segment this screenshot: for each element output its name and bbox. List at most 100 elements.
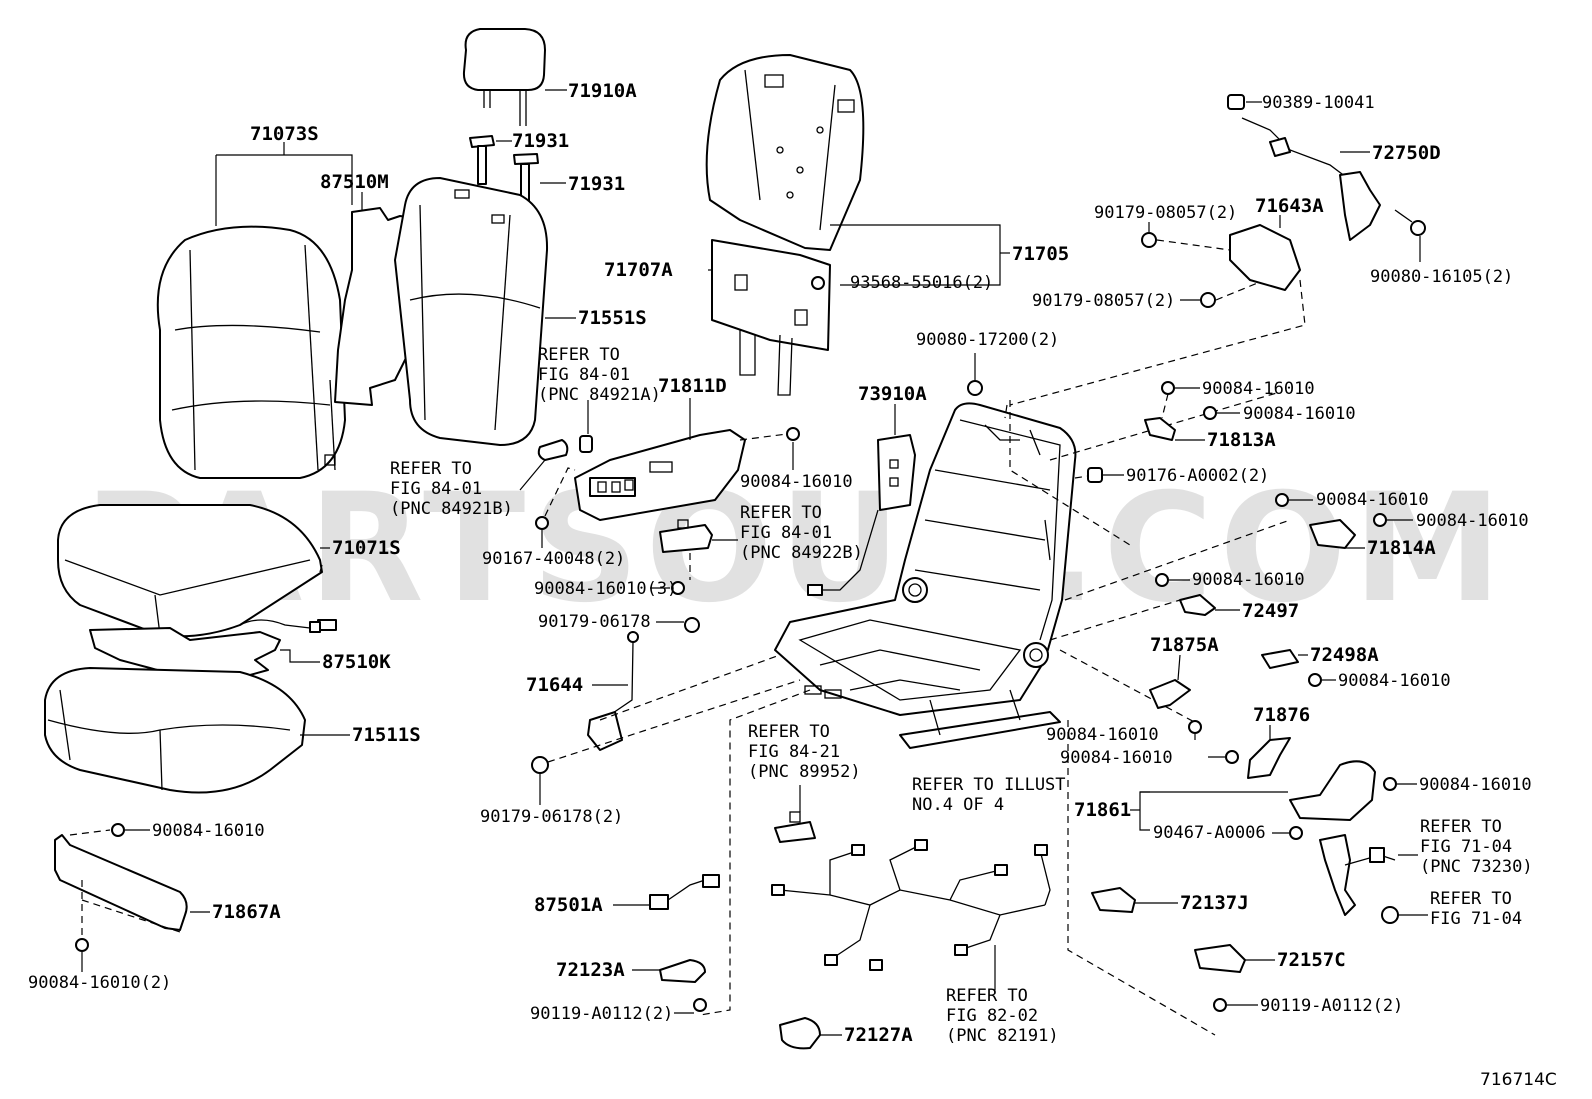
bracket-71813A[interactable] [1144,417,1176,441]
nut-90176-A0002[interactable] [1087,467,1103,483]
screw-90119-A0112-l[interactable] [693,998,707,1012]
label-90176-A0002: 90176-A0002(2) [1126,466,1269,486]
side-airbag-73910A[interactable] [807,434,916,596]
label-72123A: 72123A [556,959,625,981]
cover-72137J[interactable] [1091,887,1136,913]
label-90084-16010-876: 90084-16010 [1060,748,1173,768]
figure-id: 716714C [1480,1070,1557,1090]
note-82191: REFER TO FIG 82-02 (PNC 82191) [946,986,1059,1046]
label-71705: 71705 [1012,243,1069,265]
label-90084-16010-867b: 90084-16010(2) [28,973,171,993]
label-73910A: 73910A [858,383,927,405]
label-71875A: 71875A [1150,634,1219,656]
cover-71876[interactable] [1247,737,1291,779]
screw-90084-16010-814a[interactable] [1275,493,1289,507]
sensor-71644[interactable] [587,631,639,751]
screw-90084-16010-498[interactable] [1308,673,1322,687]
seatback-cover-assy-71073S[interactable] [156,225,346,479]
cap-90389-10041[interactable] [1227,94,1245,110]
switch-84922B[interactable] [659,519,713,553]
screw-90084-16010-867a[interactable] [111,823,125,837]
nut-90179-08057-a[interactable] [1141,232,1157,248]
nut-90179-06178-a[interactable] [684,617,700,633]
nut-90179-06178-b[interactable] [531,756,549,774]
screw-90084-16010-3[interactable] [671,581,685,595]
screw-90084-16010-813a[interactable] [1161,381,1175,395]
bracket-72497[interactable] [1179,594,1216,616]
label-72157C: 72157C [1277,949,1346,971]
seat-cushion-cover-71071S[interactable] [57,504,323,638]
label-71811D: 71811D [658,375,727,397]
label-72137J: 72137J [1180,892,1249,914]
label-90084-16010-498: 90084-16010 [1338,671,1451,691]
bolt-90467-A0006[interactable] [1289,826,1303,840]
label-72497: 72497 [1242,600,1299,622]
screw-90084-16010-861[interactable] [1383,777,1397,791]
bracket-71643A[interactable] [1229,224,1301,291]
note-73230: REFER TO FIG 71-04 (PNC 73230) [1420,817,1533,877]
seat-frame-assy [774,402,1077,716]
cushion-wire-harness [239,619,337,633]
nut-71-04[interactable] [1381,906,1399,924]
part-labels: 71910A 71931 71931 71073S 87510M 71551S … [28,80,1532,1046]
seatbelt-buckle-71861[interactable] [1289,760,1376,821]
cover-72123A[interactable] [659,959,706,983]
cushion-front-cover-71867A[interactable] [54,834,188,931]
nut-90080-17200[interactable] [967,380,983,396]
screw-90084-16010-813b[interactable] [1203,406,1217,420]
label-71643A: 71643A [1255,195,1324,217]
screw-90084-16010-814b[interactable] [1373,513,1387,527]
knob-84921A[interactable] [537,435,593,461]
seatback-board-71705[interactable] [705,54,865,251]
side-shield-71811D[interactable] [574,429,746,521]
label-90084-16010-867a: 90084-16010 [152,821,265,841]
label-90084-16010-861: 90084-16010 [1419,775,1532,795]
label-71644: 71644 [526,674,583,696]
label-71813A: 71813A [1207,429,1276,451]
screw-90084-16010-811[interactable] [786,427,800,441]
label-90084-16010-813a: 90084-16010 [1202,379,1315,399]
label-90084-16010-814b: 90084-16010 [1416,511,1529,531]
cover-71875A[interactable] [1149,679,1191,709]
seatback-board-71707A[interactable] [711,239,831,396]
headrest-guide-71931-a[interactable] [469,135,495,185]
label-90084-16010-875: 90084-16010 [1046,725,1159,745]
label-90389-10041: 90389-10041 [1262,93,1375,113]
screw-90167-40048[interactable] [535,516,549,530]
label-72127A: 72127A [844,1024,913,1046]
label-71707A: 71707A [604,259,673,281]
label-90179-06178-a: 90179-06178 [538,612,651,632]
release-cable-72750D[interactable] [1241,117,1381,241]
belt-anchor-73230[interactable] [1319,834,1396,916]
label-90179-06178-b: 90179-06178(2) [480,807,623,827]
screw-90084-16010-875[interactable] [1188,720,1202,734]
label-71910A: 71910A [568,80,637,102]
seat-cushion-pad-71511S[interactable] [44,667,306,794]
label-90080-16105: 90080-16105(2) [1370,267,1513,287]
screw-90084-16010-876[interactable] [1225,750,1239,764]
label-90119-A0112-l: 90119-A0112(2) [530,1004,673,1024]
label-87510K: 87510K [322,651,391,673]
clip-93568-55016[interactable] [811,276,825,290]
bracket-71814A[interactable] [1309,519,1356,549]
label-90179-08057-b: 90179-08057(2) [1032,291,1175,311]
screw-90084-16010-497[interactable] [1155,573,1169,587]
label-90119-A0112-r: 90119-A0112(2) [1260,996,1403,1016]
connector-89952[interactable] [774,811,816,843]
label-71814A: 71814A [1367,537,1436,559]
connector-87501A[interactable] [649,874,720,910]
seat-wire-harness-82191 [771,839,1051,971]
screw-90119-A0112-r[interactable] [1213,998,1227,1012]
note-89952: REFER TO FIG 84-21 (PNC 89952) [748,722,861,782]
headrest-71910A[interactable] [462,28,546,126]
cover-72157C[interactable] [1194,944,1246,973]
label-71876: 71876 [1253,704,1310,726]
bracket-72498A[interactable] [1261,649,1299,669]
bolt-90080-16105[interactable] [1394,209,1426,236]
label-87501A: 87501A [534,894,603,916]
seatback-pad-71551S[interactable] [394,177,549,446]
nut-90179-08057-b[interactable] [1200,292,1216,308]
screw-90084-16010-867b[interactable] [75,938,89,952]
cover-72127A[interactable] [779,1017,821,1050]
refer-notes: REFER TO FIG 84-01 (PNC 84921A) REFER TO… [390,345,1533,1046]
